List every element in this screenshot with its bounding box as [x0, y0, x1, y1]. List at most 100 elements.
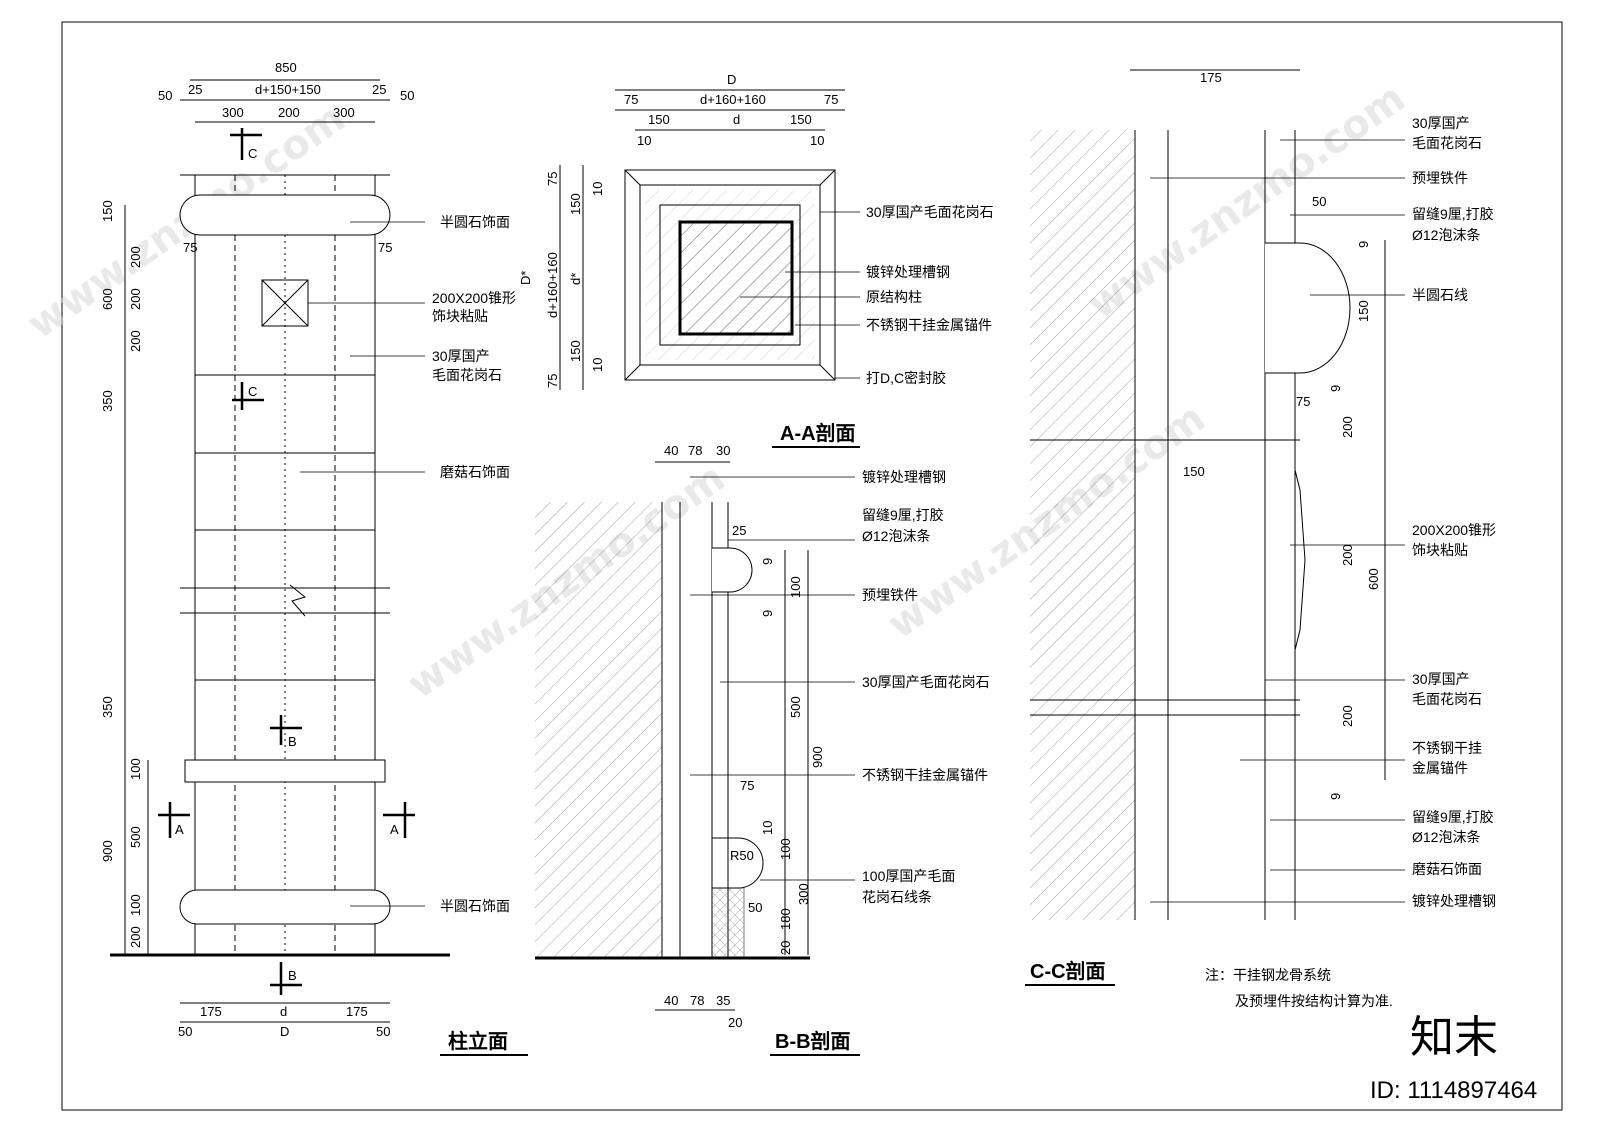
- dim: 10: [810, 133, 824, 148]
- title-section-c: C-C剖面: [1030, 959, 1106, 983]
- dim: 150: [1356, 300, 1371, 322]
- dim: 200: [128, 926, 143, 948]
- dim: 300: [333, 105, 355, 120]
- dim: d: [280, 1004, 287, 1019]
- dim: d: [733, 112, 740, 127]
- dim: 175: [200, 1004, 222, 1019]
- dim: 200: [278, 105, 300, 120]
- label: 预埋铁件: [862, 587, 918, 603]
- dim: 150: [568, 340, 583, 362]
- label: 镀锌处理槽钢: [1412, 893, 1496, 909]
- label: 镀锌处理槽钢: [866, 264, 950, 280]
- dim: 75: [545, 374, 560, 388]
- mark-c-2: C: [248, 384, 257, 399]
- dim: 35: [716, 993, 730, 1008]
- dim: D*: [518, 271, 533, 285]
- note-line-2: 及预埋件按结构计算为准.: [1235, 993, 1393, 1009]
- dim: 350: [100, 390, 115, 412]
- label: 原结构柱: [866, 289, 922, 305]
- dim: 300: [222, 105, 244, 120]
- dim: 9: [1328, 793, 1343, 800]
- dim: 150: [568, 193, 583, 215]
- dim: 150: [790, 112, 812, 127]
- label: 花岗石线条: [862, 889, 932, 905]
- dim: 30: [716, 443, 730, 458]
- dim: 20: [778, 941, 793, 955]
- dim: 175: [1200, 70, 1222, 85]
- section-b-labels: 镀锌处理槽钢 留缝9厘,打胶 Ø12泡沫条 预埋铁件 30厚国产毛面花岗石 不锈…: [862, 469, 990, 905]
- label: 留缝9厘,打胶: [1412, 809, 1494, 825]
- section-b-leaders: [690, 476, 855, 881]
- title-section-b: B-B剖面: [775, 1029, 851, 1053]
- label: 不锈钢干挂: [1412, 740, 1482, 756]
- dim: 100: [788, 576, 803, 598]
- section-a-a: [559, 89, 845, 390]
- label: Ø12泡沫条: [1412, 829, 1480, 845]
- section-a-leaders: [740, 211, 860, 379]
- label: Ø12泡沫条: [862, 528, 930, 544]
- dim: 100: [128, 758, 143, 780]
- elevation-leaders: [300, 221, 425, 907]
- dim: 78: [690, 993, 704, 1008]
- elevation-labels: 半圆石饰面 200X200锥形 饰块粘贴 30厚国产 毛面花岗石 磨菇石饰面 半…: [432, 214, 516, 914]
- dim: 9: [1356, 241, 1371, 248]
- label: 留缝9厘,打胶: [862, 507, 944, 523]
- dim: d+150+150: [255, 82, 321, 97]
- label: 不锈钢干挂金属锚件: [862, 767, 988, 783]
- section-b-b: [535, 461, 810, 1011]
- section-b-dims: 40 78 30 25 9 100 9 500 900 75 10 100 R5…: [664, 443, 825, 1030]
- column-elevation: [110, 79, 450, 1023]
- dim: 40: [664, 443, 678, 458]
- dim: 75: [378, 240, 392, 255]
- label: 毛面花岗石: [432, 367, 502, 383]
- dim: 200: [128, 246, 143, 268]
- section-a-labels: 30厚国产毛面花岗石 镀锌处理槽钢 原结构柱 不锈钢干挂金属锚件 打D,C密封胶: [866, 204, 994, 386]
- dim: d*: [568, 273, 583, 285]
- section-a-dims: D 75 d+160+160 75 150 d 150 10 10 75 150…: [518, 72, 838, 388]
- dim: 175: [346, 1004, 368, 1019]
- label: 半圆石线: [1412, 287, 1468, 303]
- label: 打D,C密封胶: [866, 370, 946, 386]
- mark-b-2: B: [288, 968, 297, 983]
- dim: 75: [183, 240, 197, 255]
- dim: 10: [637, 133, 651, 148]
- dim: D: [280, 1024, 289, 1039]
- note-line-1: 注：干挂钢龙骨系统: [1205, 967, 1331, 983]
- dim: 10: [760, 821, 775, 835]
- dim: 75: [740, 778, 754, 793]
- elevation-dims: 850 25 d+150+150 25 50 50 300 200 300 15…: [100, 60, 414, 1039]
- label: 磨菇石饰面: [1412, 861, 1482, 877]
- label: 饰块粘贴: [432, 308, 488, 324]
- label: 100厚国产毛面: [862, 868, 955, 884]
- dim: 50: [178, 1024, 192, 1039]
- label: 30厚国产: [1412, 115, 1470, 131]
- dim: 200: [1340, 705, 1355, 727]
- dim: 100: [128, 894, 143, 916]
- dim: 9: [760, 610, 775, 617]
- dim: 25: [732, 523, 746, 538]
- dim: 350: [100, 696, 115, 718]
- label: 饰块粘贴: [1412, 542, 1468, 558]
- dim: D: [727, 72, 736, 87]
- dim: 200: [128, 288, 143, 310]
- label: 30厚国产: [1412, 671, 1470, 687]
- label: 镀锌处理槽钢: [862, 469, 946, 485]
- dim: 50: [1312, 194, 1326, 209]
- mark-c-1: C: [248, 146, 257, 161]
- dim: 78: [688, 443, 702, 458]
- label: 不锈钢干挂金属锚件: [866, 317, 992, 333]
- dim: 600: [1366, 568, 1381, 590]
- dim: 9: [760, 558, 775, 565]
- label: 200X200锥形: [432, 290, 516, 306]
- dim: 40: [664, 993, 678, 1008]
- dim: 10: [590, 182, 605, 196]
- dim: 9: [1328, 385, 1343, 392]
- label: 金属锚件: [1412, 760, 1468, 776]
- dim: 75: [624, 92, 638, 107]
- dim: 75: [1296, 394, 1310, 409]
- dim: 50: [748, 900, 762, 915]
- dim: 600: [100, 288, 115, 310]
- label: 毛面花岗石: [1412, 135, 1482, 151]
- elevation-mark-labels: C C B A A B: [175, 146, 399, 983]
- section-c-dims: 175 50 9 150 9 75 200 150 200 600 200 9: [1183, 70, 1381, 800]
